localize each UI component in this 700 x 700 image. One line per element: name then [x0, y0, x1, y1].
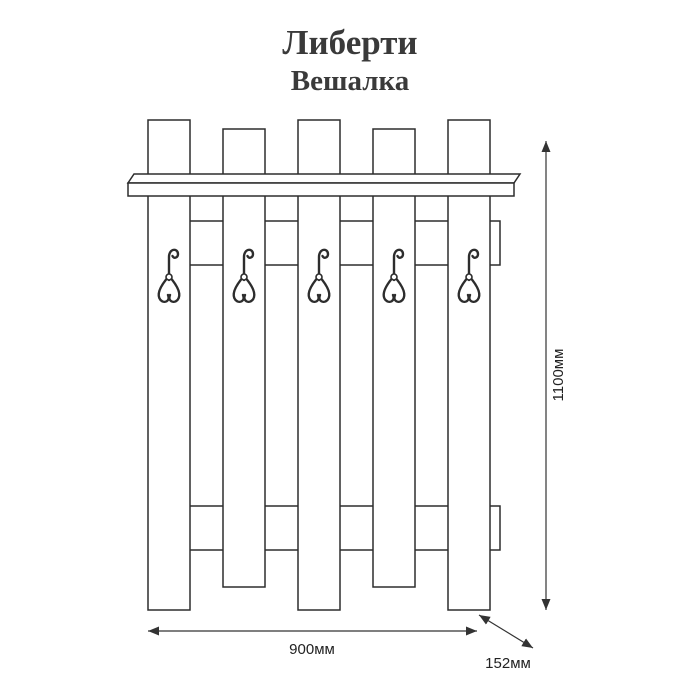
shelf-front-edge [127, 182, 515, 197]
slat-2 [222, 128, 266, 588]
depth-dimension-label: 152мм [485, 655, 531, 672]
slat-4 [372, 128, 416, 588]
height-dimension-label: 1100мм [550, 349, 567, 402]
height-dimension: 1100мм [541, 141, 567, 610]
slat-1 [147, 119, 191, 611]
slat-5 [447, 119, 491, 611]
product-title: Либерти [282, 23, 418, 62]
width-dimension-label: 900мм [289, 641, 335, 658]
slats [147, 119, 491, 611]
width-dimension: 900мм [148, 626, 477, 658]
depth-dimension: 152мм [478, 614, 534, 672]
depth-dimension-line [478, 614, 534, 649]
shelf [126, 173, 522, 197]
shelf-top-surface [126, 173, 522, 184]
title-block: Либерти Вешалка [0, 23, 700, 99]
product-subtitle: Вешалка [290, 64, 410, 97]
slat-3 [297, 119, 341, 611]
